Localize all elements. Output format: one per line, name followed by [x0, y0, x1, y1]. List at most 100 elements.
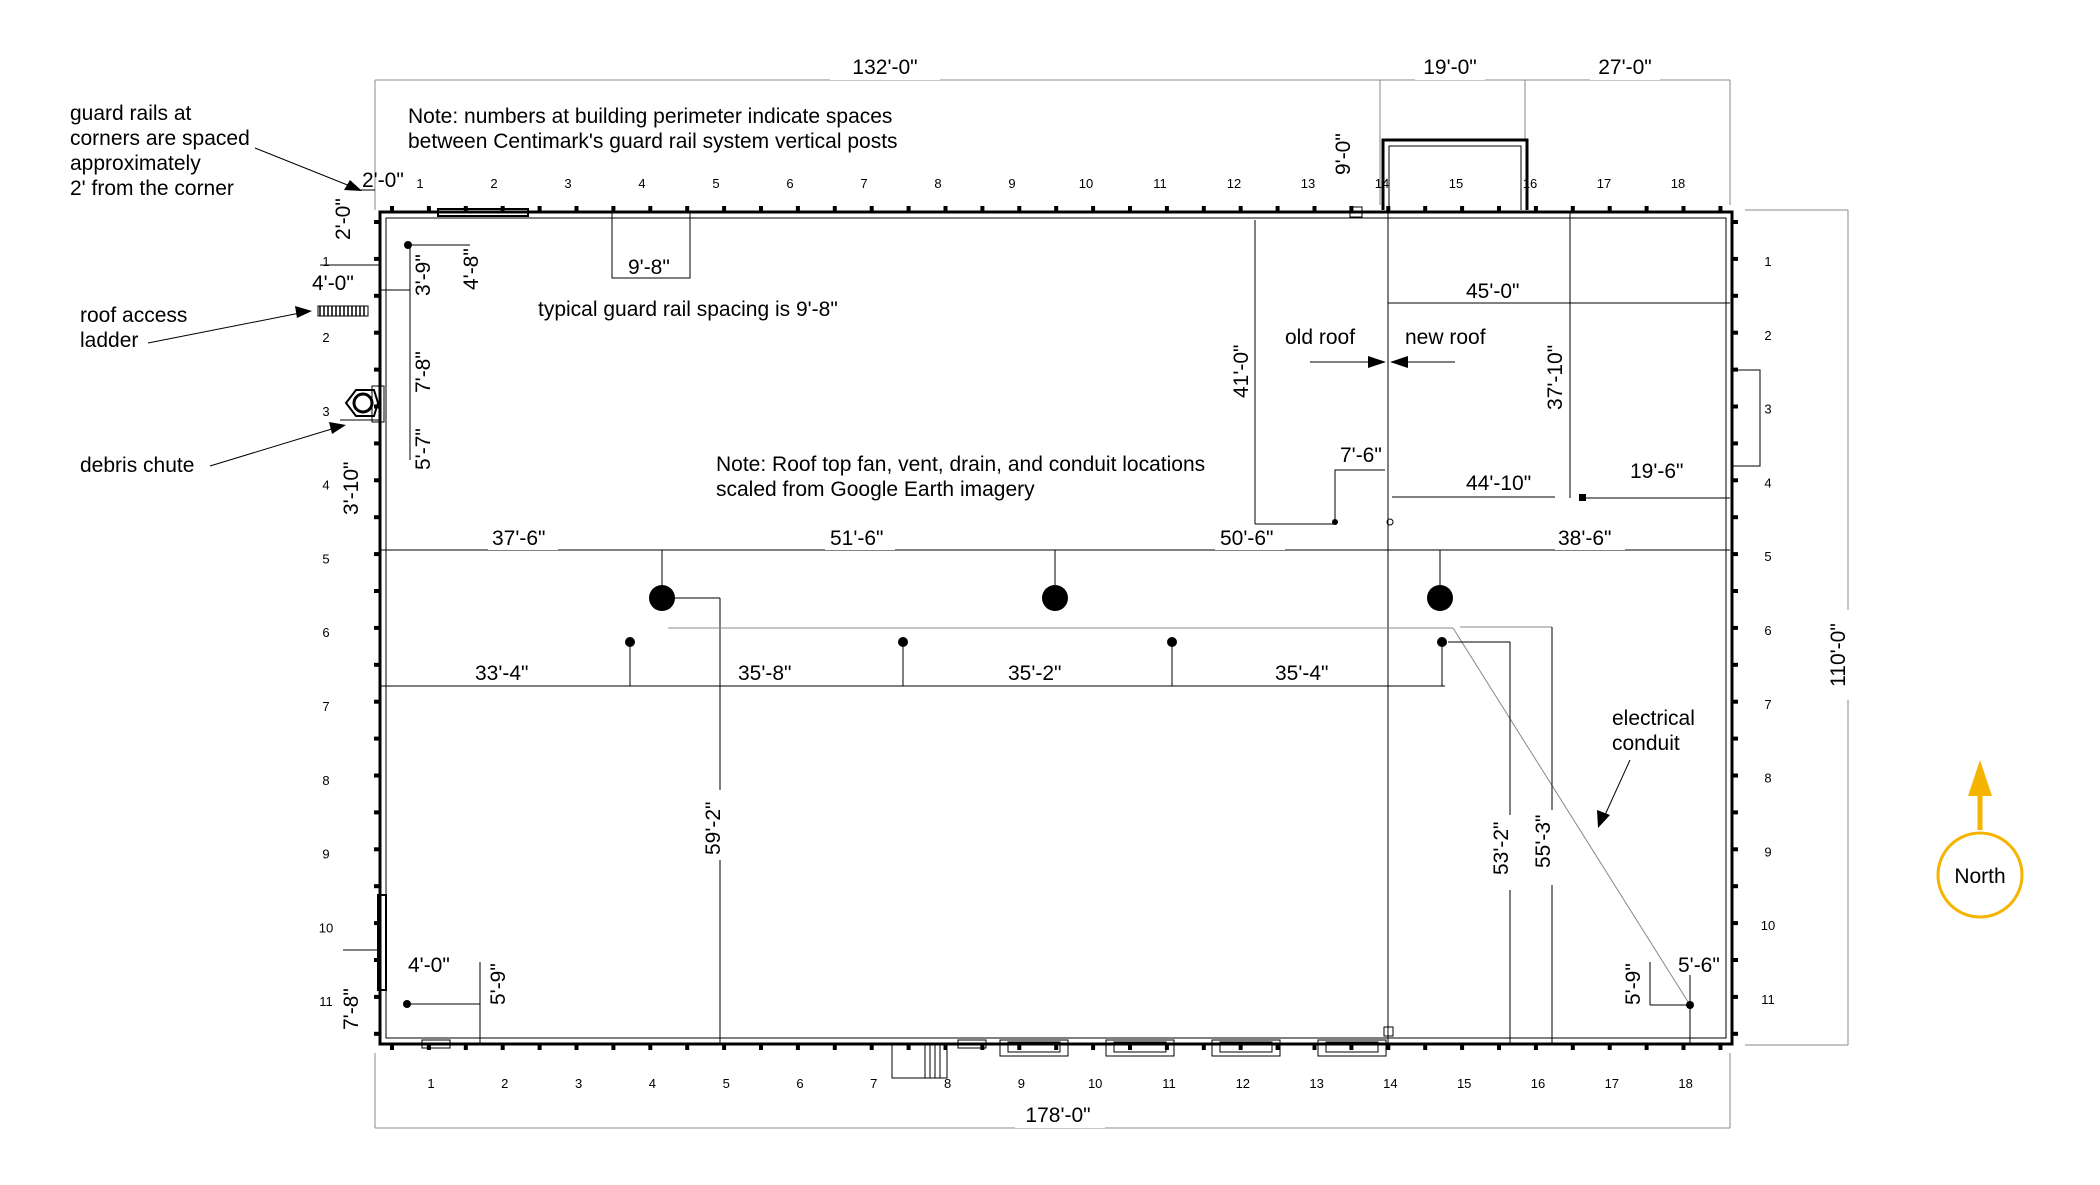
dim-nine-eight: 9'-8": [628, 256, 670, 279]
top-perimeter-number: 5: [712, 176, 719, 191]
guard-post: [832, 1044, 837, 1050]
ladder-callout-line2: ladder: [80, 329, 138, 352]
right-perimeter-number: 4: [1764, 475, 1771, 490]
guard-post: [759, 1044, 763, 1050]
guard-post: [1386, 206, 1391, 212]
guard-post: [574, 1044, 579, 1050]
guard-post: [1091, 206, 1096, 212]
roof-fan-1: [649, 585, 675, 611]
dim-four-zero-top: 4'-0": [312, 272, 354, 295]
guard-post: [832, 206, 837, 212]
bottom-perimeter-number: 15: [1457, 1076, 1471, 1091]
typical-spacing-note: typical guard rail spacing is 9'-8": [538, 298, 838, 321]
guard-post: [1732, 552, 1738, 557]
old-roof-label: old roof: [1285, 326, 1355, 349]
guard-post: [537, 206, 542, 212]
dim-corner-vertical: 2'-0": [332, 198, 355, 240]
guard-post: [1732, 220, 1738, 224]
dim-fifty-three-two: 53'-2": [1490, 822, 1513, 876]
roof-note-line1: Note: Roof top fan, vent, drain, and con…: [716, 453, 1205, 476]
guard-post: [685, 1044, 690, 1050]
perimeter-unit: [1105, 1039, 1175, 1057]
dim-three-nine: 3'-9": [412, 254, 435, 296]
roof-access-ladder: [317, 305, 369, 317]
top-perimeter-number: 10: [1079, 176, 1093, 191]
dim-forty-four-ten: 44'-10": [1466, 472, 1531, 495]
guard-post: [1017, 1044, 1022, 1050]
bottom-perimeter-number: 13: [1309, 1076, 1323, 1091]
guard-post: [1497, 206, 1501, 212]
dim-nineteen-six: 19'-6": [1630, 460, 1684, 483]
dim-fifty-nine-two: 59'-2": [702, 802, 725, 856]
guard-post: [611, 206, 616, 212]
guard-post: [1312, 206, 1317, 212]
right-perimeter-number: 10: [1761, 918, 1775, 933]
top-perimeter-number: 7: [860, 176, 867, 191]
guard-post: [1460, 206, 1465, 212]
guard-post: [1570, 206, 1575, 212]
bottom-perimeter-number: 8: [944, 1076, 951, 1091]
guard-post: [1275, 206, 1280, 212]
guard-post: [1017, 206, 1022, 212]
guard-post: [1054, 1044, 1059, 1050]
guard-post: [374, 256, 380, 261]
guard-post: [1312, 1044, 1317, 1050]
bottom-perimeter-number: 3: [575, 1076, 582, 1091]
top-perimeter-number: 18: [1671, 176, 1685, 191]
bottom-perimeter-number: 12: [1236, 1076, 1250, 1091]
guard-post: [1497, 1044, 1501, 1050]
guard-post: [1732, 810, 1738, 815]
bottom-perimeter-number: 7: [870, 1076, 877, 1091]
guard-post: [1732, 478, 1738, 483]
guard-callout-line2: corners are spaced: [70, 127, 250, 150]
dim-top-width: 132'-0": [852, 56, 917, 79]
guard-post: [685, 206, 690, 212]
top-perimeter-number: 2: [490, 176, 497, 191]
guard-post: [1732, 256, 1738, 261]
dim-three-ten: 3'-10": [340, 462, 363, 516]
guard-post: [1732, 958, 1738, 962]
dim-thirty-seven-ten: 37'-10": [1544, 345, 1567, 410]
guard-post: [795, 1044, 800, 1050]
vent-3: [1167, 637, 1177, 647]
guard-post: [500, 206, 505, 212]
right-perimeter-number: 11: [1761, 992, 1775, 1007]
guard-post: [1732, 773, 1738, 778]
guard-callout-line3: approximately: [70, 152, 201, 175]
guard-post: [1533, 1044, 1538, 1050]
guard-post: [374, 699, 380, 704]
top-perimeter-number: 16: [1523, 176, 1537, 191]
top-perimeter-number: 14: [1375, 176, 1389, 191]
conduit-callout-arrowhead: [1597, 810, 1610, 828]
guard-post: [463, 1044, 468, 1050]
left-perimeter-number: 7: [322, 699, 329, 714]
guard-post: [374, 625, 380, 630]
guard-post: [374, 220, 380, 224]
guard-post: [374, 330, 380, 335]
dim-row2-b: 35'-8": [738, 662, 792, 685]
dim-top-mid: 19'-0": [1423, 56, 1477, 79]
left-perimeter-number: 10: [319, 920, 333, 935]
guard-post: [1732, 293, 1738, 298]
guard-post: [943, 1044, 948, 1050]
guard-callout-leader: [254, 147, 356, 189]
guard-post: [374, 773, 380, 778]
electrical-conduit-diagonal: [1452, 627, 1691, 1006]
dim-seven-six: 7'-6": [1340, 444, 1382, 467]
perimeter-note-line2: between Centimark's guard rail system ve…: [408, 130, 898, 153]
guard-post: [722, 206, 727, 212]
guard-post: [1732, 515, 1738, 520]
dim-fifty-five-three: 55'-3": [1532, 815, 1555, 869]
chute-callout-leader: [209, 427, 336, 467]
left-perimeter-number: 5: [322, 551, 329, 566]
guard-post: [374, 478, 380, 483]
north-label: North: [1954, 865, 2005, 888]
guard-post: [869, 206, 874, 212]
top-perimeter-number: 15: [1449, 176, 1463, 191]
bottom-perimeter-number: 6: [796, 1076, 803, 1091]
guard-post: [906, 1044, 911, 1050]
guard-post: [869, 1044, 874, 1050]
